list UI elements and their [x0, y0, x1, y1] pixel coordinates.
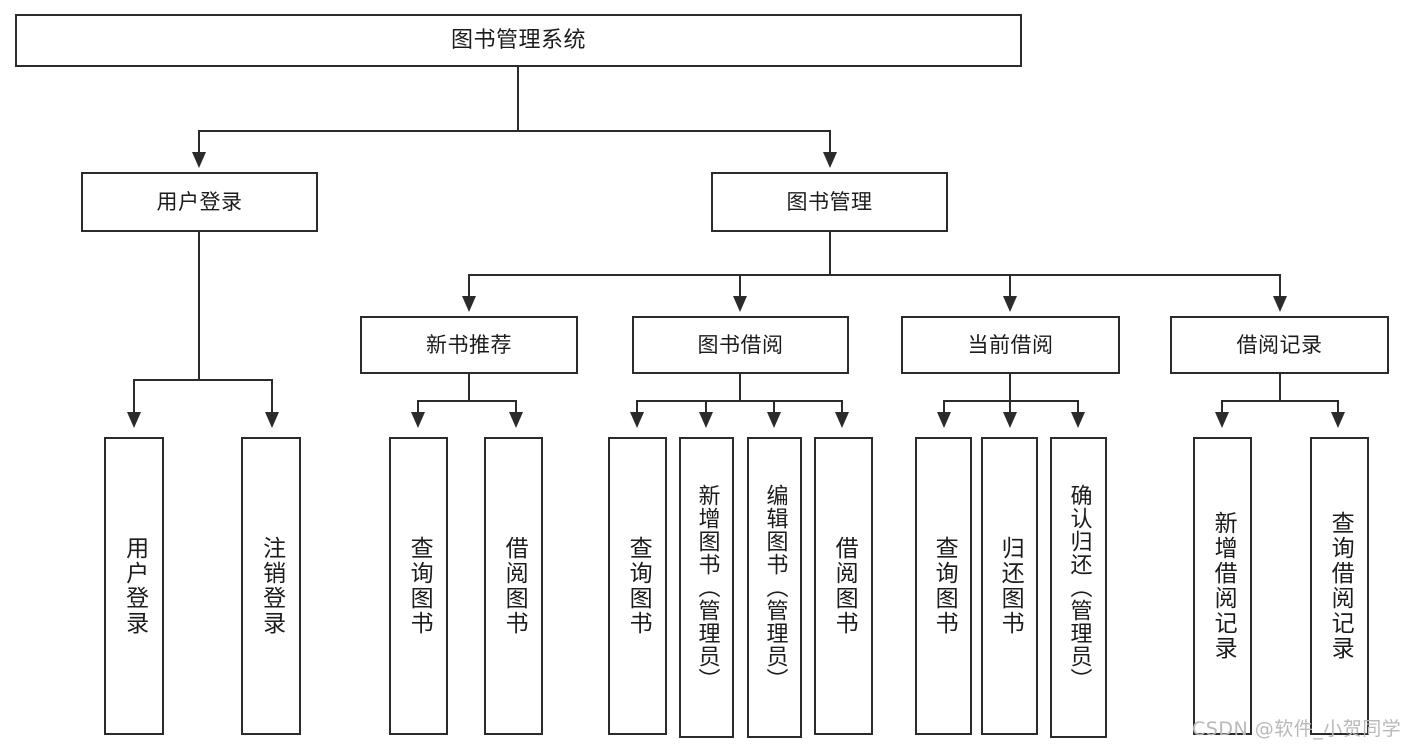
arrowhead-leaf-add-record	[1215, 412, 1229, 428]
connector-nbr-d2	[515, 400, 517, 414]
arrowhead-user-login	[192, 152, 206, 168]
arrowhead-current-loan	[1003, 296, 1017, 312]
connector-bm-d4	[1279, 274, 1281, 298]
connector-root-stem	[517, 67, 519, 131]
arrowhead-book-manage	[823, 152, 837, 168]
node-leaf-return-book[interactable]: 归还图书	[981, 437, 1038, 735]
connector-bb-d3	[773, 400, 775, 414]
arrowhead-leaf-query-book-1	[411, 412, 425, 428]
connector-bb-d2	[705, 400, 707, 414]
arrowhead-leaf-query-record	[1331, 412, 1345, 428]
node-leaf-edit-book[interactable]: 编辑图书（管理员）	[747, 437, 802, 738]
arrowhead-book-borrow	[733, 296, 747, 312]
node-book-borrow[interactable]: 图书借阅	[632, 316, 849, 374]
node-leaf-query-book-2[interactable]: 查询图书	[608, 437, 667, 735]
connector-bb-d1	[636, 400, 638, 414]
connector-userlogin-d2	[271, 379, 273, 414]
node-current-loan[interactable]: 当前借阅	[901, 316, 1120, 374]
node-leaf-add-book[interactable]: 新增图书（管理员）	[679, 437, 734, 738]
connector-lr-d1	[1221, 400, 1223, 414]
node-leaf-borrow-book-1[interactable]: 借阅图书	[484, 437, 543, 735]
connector-lr-bus	[1221, 400, 1339, 402]
connector-root-drop-right	[829, 130, 831, 154]
node-book-manage[interactable]: 图书管理	[711, 172, 948, 232]
connector-bb-stem	[739, 374, 741, 402]
node-root[interactable]: 图书管理系统	[15, 14, 1022, 67]
connector-nbr-d1	[417, 400, 419, 414]
arrowhead-leaf-return-book	[1003, 412, 1017, 428]
connector-cl-d2	[1009, 400, 1011, 414]
connector-nbr-stem	[468, 374, 470, 402]
connector-lr-d2	[1337, 400, 1339, 414]
node-leaf-confirm-return[interactable]: 确认归还（管理员）	[1050, 437, 1107, 738]
connector-root-bus	[198, 130, 831, 132]
node-leaf-query-record[interactable]: 查询借阅记录	[1310, 437, 1369, 735]
connector-bookmanage-stem	[829, 232, 831, 276]
connector-bm-d3	[1009, 274, 1011, 298]
connector-bm-d2	[739, 274, 741, 298]
node-user-login[interactable]: 用户登录	[81, 172, 318, 232]
connector-userlogin-bus	[133, 379, 273, 381]
node-new-book-recommend[interactable]: 新书推荐	[360, 316, 578, 374]
arrowhead-leaf-borrow-book-1	[509, 412, 523, 428]
connector-cl-d3	[1077, 400, 1079, 414]
connector-bookmanage-bus	[468, 274, 1280, 276]
connector-nbr-bus	[417, 400, 517, 402]
connector-bb-d4	[841, 400, 843, 414]
node-leaf-query-book-3[interactable]: 查询图书	[915, 437, 972, 735]
arrowhead-leaf-add-book	[699, 412, 713, 428]
connector-cl-stem	[1009, 374, 1011, 402]
connector-bb-bus	[636, 400, 843, 402]
connector-lr-stem	[1279, 374, 1281, 402]
node-leaf-logout[interactable]: 注销登录	[241, 437, 301, 735]
node-leaf-borrow-book-2[interactable]: 借阅图书	[814, 437, 873, 735]
arrowhead-new-book-rec	[462, 296, 476, 312]
arrowhead-leaf-edit-book	[767, 412, 781, 428]
node-leaf-add-record[interactable]: 新增借阅记录	[1193, 437, 1252, 735]
arrowhead-leaf-query-book-2	[630, 412, 644, 428]
arrowhead-loan-record	[1273, 296, 1287, 312]
node-loan-record[interactable]: 借阅记录	[1170, 316, 1389, 374]
node-leaf-user-login[interactable]: 用户登录	[104, 437, 164, 735]
csdn-watermark: CSDN @软件_小贺同学	[1192, 718, 1402, 740]
connector-userlogin-stem	[198, 232, 200, 380]
connector-userlogin-d1	[133, 379, 135, 414]
arrowhead-leaf-query-book-3	[937, 412, 951, 428]
connector-cl-d1	[943, 400, 945, 414]
arrowhead-leaf-confirm-return	[1071, 412, 1085, 428]
arrowhead-leaf-borrow-book-2	[835, 412, 849, 428]
connector-root-drop-left	[198, 130, 200, 154]
arrowhead-leaf-logout	[265, 412, 279, 428]
connector-bm-d1	[468, 274, 470, 298]
node-leaf-query-book-1[interactable]: 查询图书	[389, 437, 448, 735]
arrowhead-leaf-user-login	[127, 412, 141, 428]
